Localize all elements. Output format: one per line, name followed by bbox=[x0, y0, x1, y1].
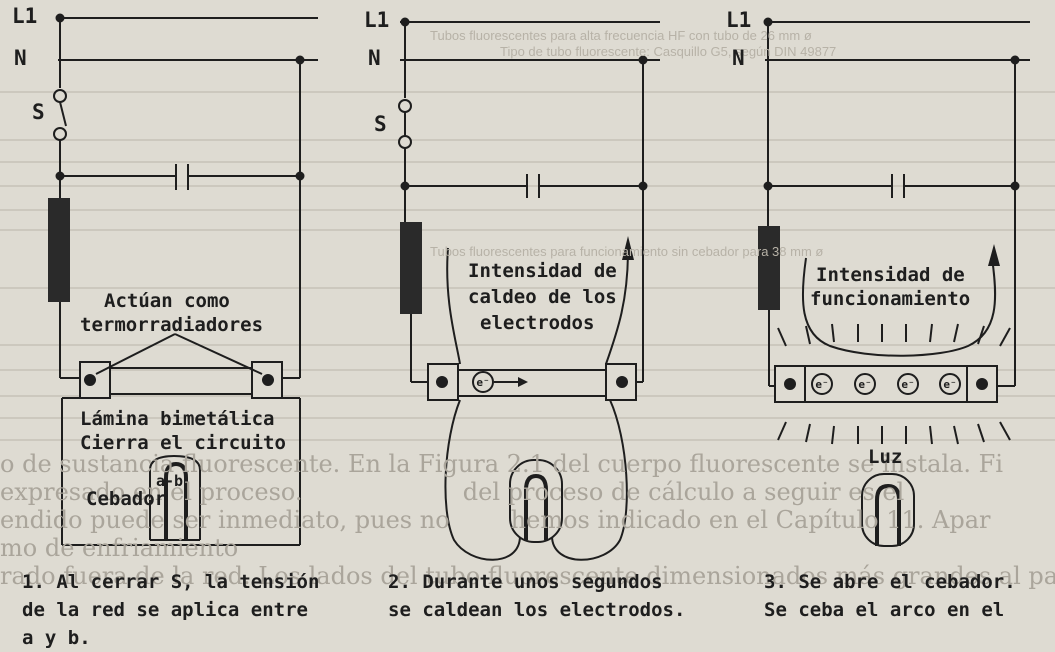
ghost-header: Tubos fluorescentes para funcionamiento … bbox=[430, 244, 824, 259]
caption: a y b. bbox=[22, 627, 91, 649]
starter-label: Cebador bbox=[86, 488, 167, 510]
operating-current-label: funcionamiento bbox=[810, 288, 971, 310]
ballast bbox=[758, 226, 780, 310]
electrode-right bbox=[262, 374, 274, 386]
light-label: Luz bbox=[868, 446, 903, 468]
electrode-left bbox=[84, 374, 96, 386]
ghost-text-line: o de sustancia fluorescente. En la Figur… bbox=[0, 450, 1004, 478]
caption: 3. Se abre el cebador. bbox=[764, 571, 1016, 593]
starter-bulb bbox=[509, 459, 563, 543]
caption: se caldean los electrodos. bbox=[388, 599, 686, 621]
operating-current-path bbox=[801, 257, 997, 357]
electron-symbol: e⁻ bbox=[901, 378, 914, 391]
switch-label: S bbox=[374, 112, 387, 136]
electron-symbol: e⁻ bbox=[943, 378, 956, 391]
panel-3-circuit bbox=[758, 17, 1030, 547]
caption: 1. Al cerrar S, la tensión bbox=[22, 571, 320, 593]
n-label: N bbox=[368, 46, 381, 70]
current-arrow-up bbox=[622, 236, 634, 260]
switch-contact bbox=[398, 99, 412, 113]
electrode-left bbox=[436, 376, 448, 388]
ballast bbox=[48, 198, 70, 302]
bimetal-label: Cierra el circuito bbox=[80, 432, 286, 454]
ballast bbox=[400, 222, 422, 314]
bimetal-strip-open bbox=[875, 483, 901, 546]
bimetal-strip-closed bbox=[524, 473, 548, 540]
bimetal-label: Lámina bimetálica bbox=[80, 408, 275, 430]
caption: Se ceba el arco en el bbox=[764, 599, 1005, 621]
ghost-text-line: endido puede ser inmediato, pues no hemo… bbox=[0, 506, 991, 534]
fluorescent-lamp-operation-diagram: e⁻ e⁻ e⁻ e⁻ e⁻ bbox=[0, 13, 1055, 561]
heating-current-label: Intensidad de bbox=[468, 260, 617, 282]
heater-label: termorradiadores bbox=[80, 314, 264, 336]
switch-label: S bbox=[32, 100, 45, 124]
bimetal-strip bbox=[164, 461, 188, 540]
electrode-right bbox=[976, 378, 988, 390]
operating-current-label: Intensidad de bbox=[816, 264, 965, 286]
heater-label: Actúan como bbox=[104, 290, 230, 312]
ghost-text-line: expresado en el proceso. del proceso de … bbox=[0, 478, 905, 506]
light-rays bbox=[777, 323, 1011, 445]
l1-label: L1 bbox=[12, 4, 38, 28]
caption: 2. Durante unos segundos bbox=[388, 571, 663, 593]
electron-symbols: e⁻ e⁻ e⁻ e⁻ e⁻ bbox=[476, 376, 956, 391]
panel-1-circuit bbox=[48, 13, 318, 546]
electron bbox=[472, 371, 494, 393]
electron-symbol: e⁻ bbox=[476, 376, 489, 389]
l1-label: L1 bbox=[364, 8, 390, 32]
ghost-header: Tipo de tubo fluorescente: Casquillo G5,… bbox=[500, 44, 837, 59]
l1-label: L1 bbox=[726, 8, 752, 32]
switch-s bbox=[59, 101, 67, 127]
caption: de la red se aplica entre bbox=[22, 599, 308, 621]
n-label: N bbox=[14, 46, 27, 70]
ghost-text-line: rado fuera de la red. Los lados del tubo… bbox=[0, 562, 1055, 590]
n-label: N bbox=[732, 46, 745, 70]
electrode-left bbox=[784, 378, 796, 390]
electron-symbol: e⁻ bbox=[858, 378, 871, 391]
switch-contact bbox=[53, 89, 67, 103]
ghost-text-line: mo de enfriamiento bbox=[0, 534, 239, 562]
ghost-header: Tubos fluorescentes para alta frecuencia… bbox=[430, 28, 812, 43]
heating-current-label: caldeo de los bbox=[468, 286, 617, 308]
electrons bbox=[811, 373, 961, 395]
panel-2-circuit bbox=[398, 17, 660, 561]
electrode-right bbox=[616, 376, 628, 388]
heating-current-label: electrodos bbox=[480, 312, 595, 334]
tube-body bbox=[774, 365, 998, 403]
starter-terminals: a-b bbox=[156, 472, 184, 490]
electron-symbol: e⁻ bbox=[815, 378, 828, 391]
